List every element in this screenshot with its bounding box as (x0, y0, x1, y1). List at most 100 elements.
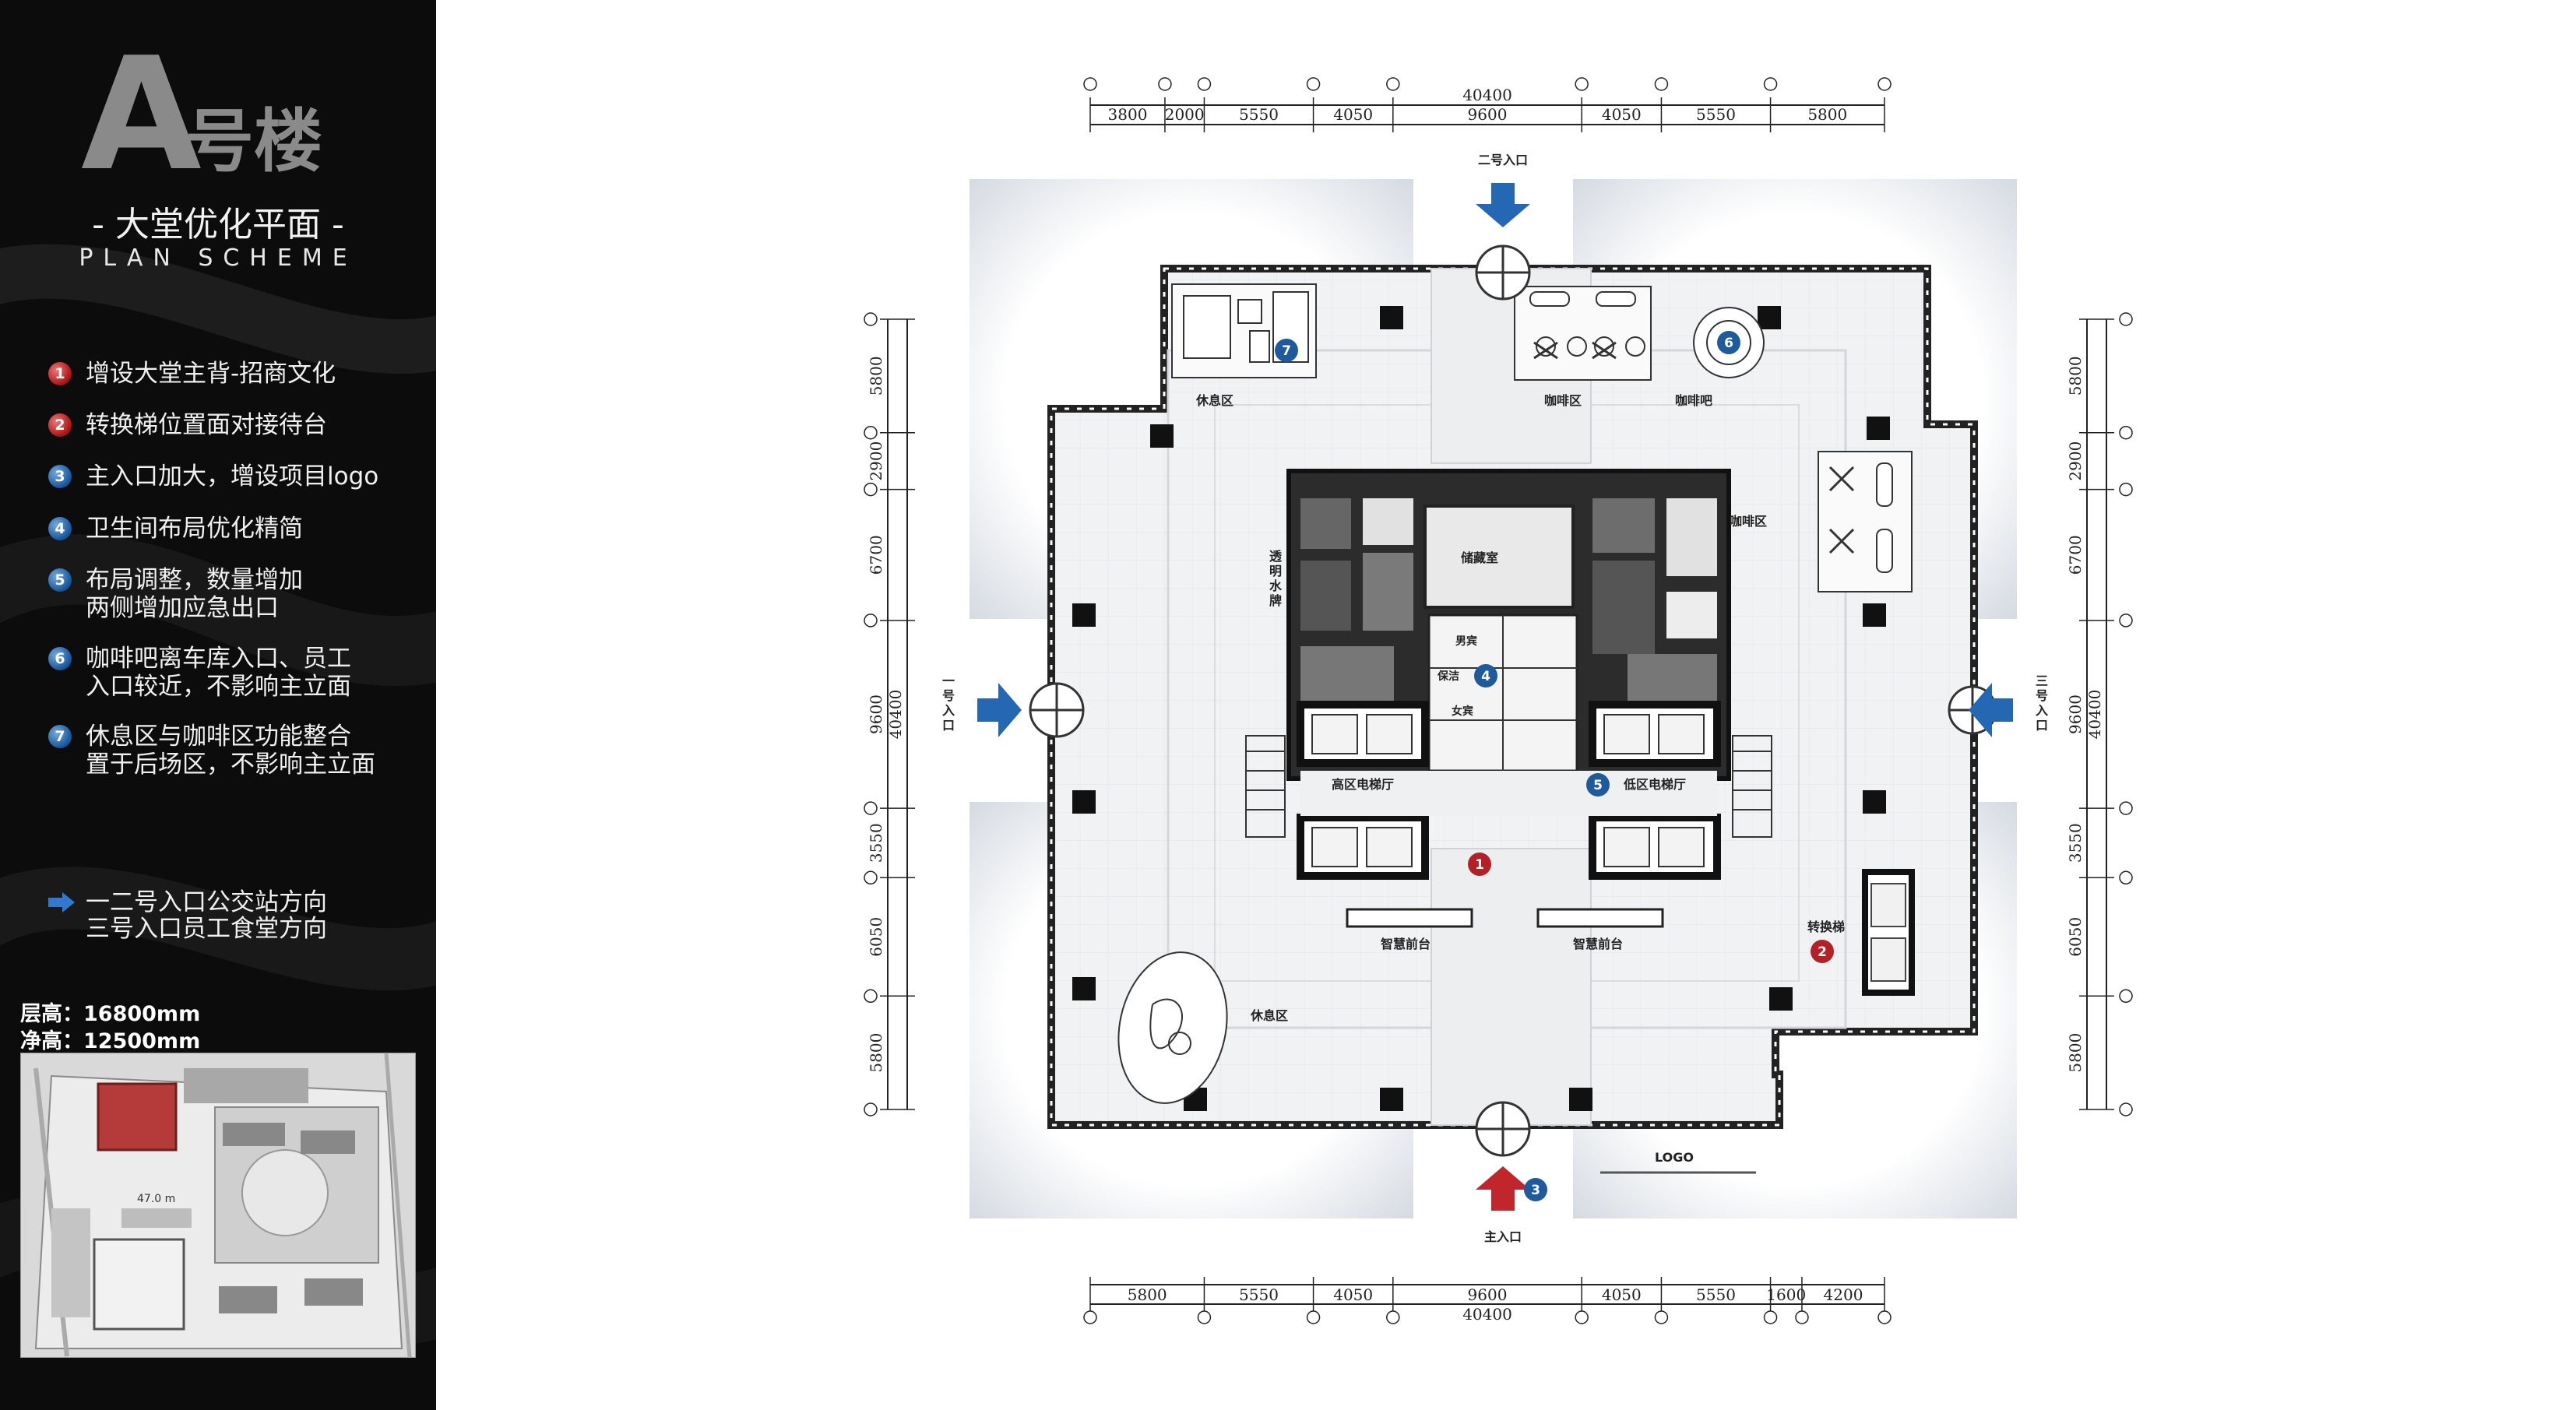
svg-text:6: 6 (1724, 336, 1733, 351)
dim-segment-label: 6700 (867, 535, 885, 575)
arrow-legend: 一二号入口公交站方向 三号入口员工食堂方向 (48, 889, 327, 942)
grid-bubble (1083, 77, 1097, 91)
note-text-line: 咖啡吧离车库入口、员工 (86, 645, 351, 673)
svg-text:7: 7 (1282, 343, 1291, 359)
label-high-lobby: 高区电梯厅 (1332, 777, 1394, 792)
dim-segment-label: 6050 (867, 917, 885, 957)
grid-bubble (2119, 870, 2133, 885)
note-number-badge: 2 (48, 413, 72, 437)
grid-bubble (864, 1102, 878, 1116)
svg-text:5: 5 (1593, 778, 1603, 793)
marker-6: 6 (1717, 331, 1740, 354)
note-number-badge: 1 (48, 362, 72, 385)
grid-bubble (1654, 1310, 1669, 1324)
note-text-line: 两侧增加应急出口 (86, 594, 279, 622)
grid-bubble (1654, 77, 1669, 91)
dim-segment-label: 5800 (2066, 356, 2085, 396)
label-cafe-bar: 咖啡吧 (1675, 393, 1712, 408)
label-cafe-east: 咖啡区 (1730, 514, 1767, 529)
entry2-arrow-icon (1476, 183, 1530, 227)
grid-bubble (1575, 77, 1589, 91)
label-rest-north: 休息区 (1195, 393, 1233, 408)
subtitle-cn: - 大堂优化平面 - (92, 205, 344, 244)
subtitle-en: PLAN SCHEME (79, 244, 357, 272)
label-low-lobby: 低区电梯厅 (1623, 777, 1686, 792)
note-text-line: 置于后场区，不影响主立面 (86, 751, 375, 779)
entry-arrows (977, 183, 2013, 1211)
entry3-arrow-icon (1969, 683, 2013, 737)
dim-segment-label: 9600 (1468, 1285, 1508, 1304)
marker-7: 7 (1275, 339, 1298, 362)
label-entry1: 一号入口 (942, 673, 955, 733)
marker-2: 2 (1811, 940, 1834, 963)
dim-segment-label: 5800 (867, 1033, 885, 1073)
dim-segment-label: 2000 (1165, 105, 1205, 124)
building-letter: A (81, 24, 202, 206)
floor-height: 层高：16800mm (20, 1002, 201, 1026)
note-number-badge: 6 (48, 647, 72, 670)
marker-3: 3 (1524, 1178, 1547, 1201)
dim-segment-label: 6700 (2066, 535, 2085, 575)
note-text-line: 休息区与咖啡区功能整合 (86, 723, 351, 751)
dim-segment-label: 5550 (1696, 105, 1736, 124)
label-front-left: 智慧前台 (1381, 937, 1431, 951)
dim-total-label: 40400 (1462, 1305, 1512, 1324)
label-water-sign: 透明水牌 (1269, 549, 1283, 608)
site-dimension-label: 47.0 m (137, 1193, 175, 1205)
grid-bubble (1575, 1310, 1589, 1324)
marker-1: 1 (1468, 853, 1491, 876)
label-transfer: 转换梯 (1807, 919, 1845, 934)
grid-bubble (1877, 77, 1892, 91)
dim-segment-label: 4200 (1824, 1285, 1863, 1304)
dim-segment-label: 5550 (1239, 105, 1279, 124)
grid-bubble (864, 425, 878, 440)
note-number-badge: 7 (48, 725, 72, 748)
grid-bubble (2119, 989, 2133, 1004)
grid-bubble (1197, 1310, 1212, 1324)
grid-bubble (1795, 1310, 1809, 1324)
dim-segment-label: 3550 (867, 823, 885, 863)
dim-segment-label: 4050 (1333, 1285, 1373, 1304)
site-plan-thumbnail: 47.0 m (20, 1053, 416, 1358)
dim-segment-label: 4050 (1333, 105, 1373, 124)
structural-columns (1072, 306, 1890, 1111)
note-number-badge: 4 (48, 517, 72, 540)
dim-segment-label: 4050 (1602, 1285, 1642, 1304)
label-storage: 储藏室 (1460, 550, 1498, 565)
grid-bubble (1197, 77, 1212, 91)
grid-bubble (1877, 1310, 1892, 1324)
entry1-arrow-icon (977, 683, 1022, 737)
dim-segment-label: 5800 (2066, 1033, 2085, 1073)
grid-bubble (1306, 77, 1321, 91)
clear-height: 净高：12500mm (20, 1029, 201, 1053)
building-core (1245, 469, 1915, 996)
dimension-lines: 3800 2000 5550 4050 9600 4050 5550 5800 40400 580… (864, 77, 2133, 1324)
dim-total-label: 40400 (1462, 86, 1512, 104)
dim-segment-label: 3800 (1108, 105, 1148, 124)
main-entry-arrow-icon (1476, 1166, 1530, 1211)
grid-bubble (864, 870, 878, 885)
grid-bubble (1386, 77, 1400, 91)
dim-segment-label: 9600 (1468, 105, 1508, 124)
label-rest-south: 休息区 (1250, 1008, 1288, 1023)
dim-segment-label: 2900 (867, 441, 885, 481)
note-number-badge: 3 (48, 465, 72, 488)
dim-segment-label: 6050 (2066, 917, 2085, 957)
label-men: 男宾 (1455, 635, 1477, 648)
plan-markers: 7 6 4 5 1 2 3 (1275, 331, 1834, 1201)
dim-total-label: 40400 (2085, 690, 2104, 740)
dim-segment-label: 5550 (1239, 1285, 1279, 1304)
dim-segment-label: 3550 (2066, 823, 2085, 863)
label-women: 女宾 (1452, 705, 1473, 718)
label-cafe-north: 咖啡区 (1544, 393, 1582, 408)
grid-bubble (1763, 1310, 1778, 1324)
grid-bubble (864, 801, 878, 815)
label-main-entry: 主入口 (1484, 1229, 1522, 1244)
label-cleaning: 保洁 (1437, 670, 1459, 683)
note-text-line: 转换梯位置面对接待台 (86, 411, 327, 439)
